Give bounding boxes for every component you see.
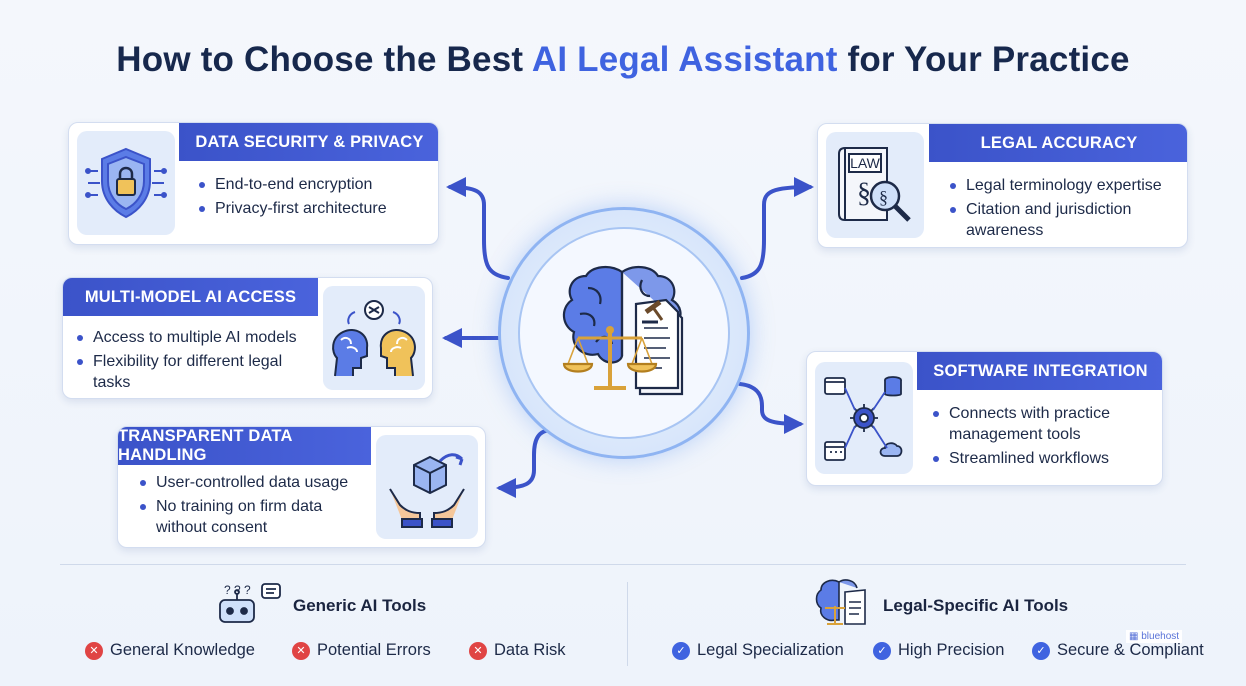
title-prefix: How to Choose the Best: [116, 40, 532, 79]
arrow-to-software-integration: [738, 382, 804, 434]
bullet-item: Legal terminology expertise: [948, 176, 1184, 197]
generic-tools-title: Generic AI Tools: [293, 596, 427, 615]
check-circle-icon: ✓: [873, 641, 891, 660]
card-heading: TRANSPARENT DATA HANDLING: [118, 427, 371, 465]
card-heading: SOFTWARE INTEGRATION: [917, 352, 1162, 390]
hands-cube-icon: [376, 435, 478, 539]
x-circle-icon: ✕: [85, 641, 103, 660]
bullet-item: User-controlled data usage: [138, 473, 373, 494]
legal-tag-label: Secure & Compliant: [1057, 641, 1204, 659]
arrow-to-legal-accuracy: [740, 177, 814, 280]
watermark-logo: ▦ bluehost: [1126, 630, 1183, 643]
integration-network-icon: [815, 362, 913, 474]
bullet-list: User-controlled data usage No training o…: [138, 473, 373, 542]
generic-tag: ✕ General Knowledge: [85, 641, 255, 660]
bullet-item: Citation and jurisdiction awareness: [948, 200, 1184, 241]
legal-tools-title: Legal-Specific AI Tools: [883, 596, 1069, 615]
bullet-item: Privacy-first architecture: [197, 199, 432, 220]
card-multi-model: MULTI-MODEL AI ACCESS Access to multiple…: [62, 277, 433, 399]
bullet-list: Access to multiple AI models Flexibility…: [75, 328, 320, 397]
shield-lock-icon: [77, 131, 175, 235]
legal-tag: ✓ Secure & Compliant: [1032, 641, 1204, 660]
svg-text:§: §: [857, 178, 871, 209]
card-data-security: DATA SECURITY & PRIVACY End-to-end encry…: [68, 122, 439, 245]
legal-tag-label: Legal Specialization: [697, 641, 844, 659]
x-circle-icon: ✕: [292, 641, 310, 660]
bullet-item: No training on firm data without consent: [138, 497, 373, 538]
brain-document-icon: [815, 576, 871, 628]
robot-question-icon: ? ? ?: [216, 582, 282, 626]
generic-tag-label: Potential Errors: [317, 641, 431, 659]
svg-text:§: §: [879, 187, 888, 207]
brain-scales-document-icon: [518, 227, 730, 439]
arrow-to-data-security: [446, 177, 510, 280]
arrow-to-transparent: [496, 428, 554, 498]
title-suffix: for Your Practice: [837, 40, 1130, 79]
svg-text:? ? ?: ? ? ?: [224, 583, 251, 597]
bullet-item: Streamlined workflows: [931, 449, 1159, 470]
card-legal-accuracy: LEGAL ACCURACY LAW § § Legal terminology…: [817, 123, 1188, 248]
page-title: How to Choose the Best AI Legal Assistan…: [0, 40, 1246, 80]
generic-tag-label: General Knowledge: [110, 641, 255, 659]
footer-divider: [60, 564, 1186, 565]
check-circle-icon: ✓: [672, 641, 690, 660]
bullet-item: End-to-end encryption: [197, 175, 432, 196]
card-heading: DATA SECURITY & PRIVACY: [179, 123, 438, 161]
ai-heads-icon: [323, 286, 425, 390]
generic-tag-label: Data Risk: [494, 641, 566, 659]
x-circle-icon: ✕: [469, 641, 487, 660]
card-heading: MULTI-MODEL AI ACCESS: [63, 278, 318, 316]
bullet-item: Connects with practice management tools: [931, 404, 1159, 445]
bullet-item: Flexibility for different legal tasks: [75, 352, 320, 393]
law-book-label: LAW: [850, 155, 881, 171]
title-accent: AI Legal Assistant: [531, 40, 838, 79]
generic-tag: ✕ Potential Errors: [292, 641, 431, 660]
legal-tag: ✓ Legal Specialization: [672, 641, 844, 660]
card-software-integration: SOFTWARE INTEGRATION Connects with pract…: [806, 351, 1163, 486]
law-book-icon: LAW § §: [826, 132, 924, 238]
card-heading: LEGAL ACCURACY: [929, 124, 1187, 162]
check-circle-icon: ✓: [1032, 641, 1050, 660]
watermark-text: bluehost: [1141, 631, 1180, 642]
bullet-list: End-to-end encryption Privacy-first arch…: [197, 175, 432, 223]
legal-tag: ✓ High Precision: [873, 641, 1004, 660]
footer-column-divider: [627, 582, 628, 666]
bullet-item: Access to multiple AI models: [75, 328, 320, 349]
bullet-list: Connects with practice management tools …: [931, 404, 1159, 473]
bullet-list: Legal terminology expertise Citation and…: [948, 176, 1184, 245]
generic-tag: ✕ Data Risk: [469, 641, 566, 660]
card-transparent-data: TRANSPARENT DATA HANDLING User-controlle…: [117, 426, 486, 548]
legal-tag-label: High Precision: [898, 641, 1005, 659]
